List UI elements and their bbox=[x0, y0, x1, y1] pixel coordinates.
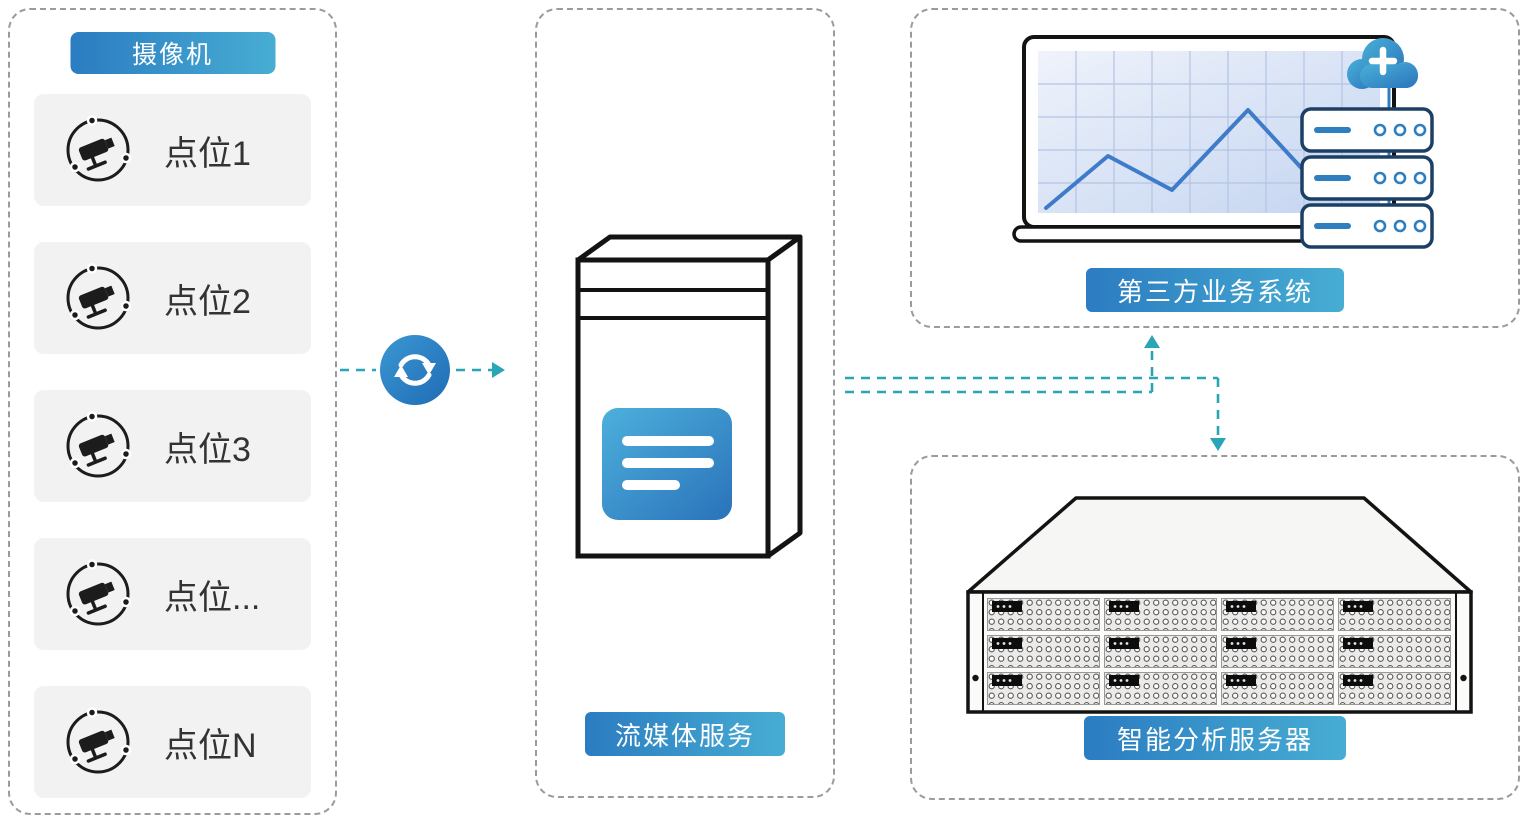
media-server-panel: 流媒体服务 bbox=[535, 8, 835, 798]
camera-item-label: 点位2 bbox=[164, 282, 251, 321]
screw-icon bbox=[1460, 674, 1467, 682]
camera-item: 点位3 bbox=[34, 390, 311, 502]
chart-line bbox=[1044, 108, 1308, 210]
laptop-chart-cloud-icon bbox=[1012, 35, 1434, 249]
cctv-camera-icon bbox=[56, 256, 140, 340]
analysis-server-label-badge: 智能分析服务器 bbox=[1084, 716, 1346, 760]
camera-item-label: 点位... bbox=[164, 578, 261, 617]
third-party-label-badge: 第三方业务系统 bbox=[1086, 268, 1344, 312]
camera-item-label: 点位3 bbox=[164, 430, 251, 469]
third-party-panel: 第三方业务系统 bbox=[910, 8, 1520, 328]
analysis-server-panel: 智能分析服务器 bbox=[910, 455, 1520, 800]
camera-panel-title-badge: 摄像机 bbox=[70, 32, 275, 74]
cctv-camera-icon bbox=[56, 404, 140, 488]
screw-icon bbox=[972, 674, 979, 682]
camera-item-label: 点位1 bbox=[164, 134, 251, 173]
camera-item: 点位1 bbox=[34, 94, 311, 206]
camera-panel: 摄像机 点位1 点位2 点位3 点位... 点位N bbox=[8, 8, 337, 815]
rack-server-icon bbox=[966, 496, 1473, 714]
sync-refresh-icon bbox=[377, 332, 453, 408]
cctv-camera-icon bbox=[56, 700, 140, 784]
camera-item: 点位... bbox=[34, 538, 311, 650]
server-stack-icon bbox=[1300, 107, 1434, 249]
tower-server-icon bbox=[575, 234, 803, 559]
arrowhead-right-icon bbox=[492, 362, 505, 378]
camera-item: 点位N bbox=[34, 686, 311, 798]
cloud-plus-icon bbox=[1347, 38, 1418, 89]
arrowhead-down-icon bbox=[1210, 438, 1226, 451]
stream-list-icon bbox=[602, 408, 732, 520]
media-server-label-badge: 流媒体服务 bbox=[585, 712, 785, 756]
camera-item: 点位2 bbox=[34, 242, 311, 354]
camera-item-label: 点位N bbox=[164, 726, 257, 765]
arrowhead-up-icon bbox=[1144, 335, 1160, 348]
cctv-camera-icon bbox=[56, 108, 140, 192]
camera-list: 点位1 点位2 点位3 点位... 点位N bbox=[34, 94, 311, 798]
plus-icon bbox=[1368, 46, 1398, 76]
cctv-camera-icon bbox=[56, 552, 140, 636]
